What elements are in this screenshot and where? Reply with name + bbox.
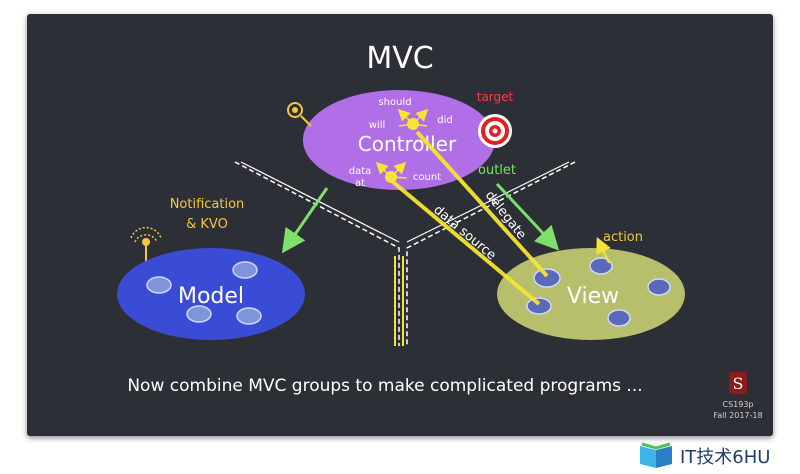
delegate-label: delegate (482, 188, 529, 242)
notification-label-line1: Notification (170, 197, 245, 212)
target-label: target (477, 90, 514, 104)
svg-text:S: S (733, 374, 744, 393)
target-icon (478, 114, 512, 148)
action-arrow (596, 236, 611, 264)
outlet-count: count (413, 172, 441, 183)
controller-label: Controller (358, 132, 457, 156)
outlet-arrow (495, 182, 560, 251)
course-term: Fall 2017-18 (713, 411, 762, 420)
controller-bottom-outlets: data at count (349, 161, 441, 189)
controller-top-outlets: should will did (369, 97, 453, 131)
outlet-data: data (349, 166, 372, 177)
model-objects (146, 261, 262, 325)
action-label: action (603, 230, 643, 245)
model-label: Model (178, 284, 244, 309)
slide-title: MVC (366, 41, 433, 76)
data-source-line (391, 180, 541, 306)
watermark-text: IT技术6HU (680, 447, 771, 468)
outlet-label: outlet (478, 163, 516, 178)
controller-to-model-arrow (281, 187, 329, 254)
outlet-at: at (355, 178, 365, 189)
slide-caption: Now combine MVC groups to make complicat… (127, 376, 642, 396)
notification-label-line2: & KVO (186, 217, 228, 232)
action-pin-icon (287, 102, 312, 127)
divider-lines (234, 161, 576, 346)
outlet-did: did (437, 115, 452, 126)
view-label: View (567, 284, 619, 309)
outlet-should: should (378, 97, 411, 108)
watermark: IT技术6HU (634, 440, 794, 470)
outlet-will: will (369, 120, 386, 131)
course-logo: S (729, 372, 747, 394)
watermark-book-icon (640, 442, 672, 468)
mvc-diagram: MVC Controller should will did data at c… (117, 41, 763, 420)
view-objects (526, 257, 671, 327)
slide: MVC Controller should will did data at c… (27, 14, 773, 436)
delegate-line (415, 130, 549, 278)
course-code: CS193p (722, 400, 753, 409)
